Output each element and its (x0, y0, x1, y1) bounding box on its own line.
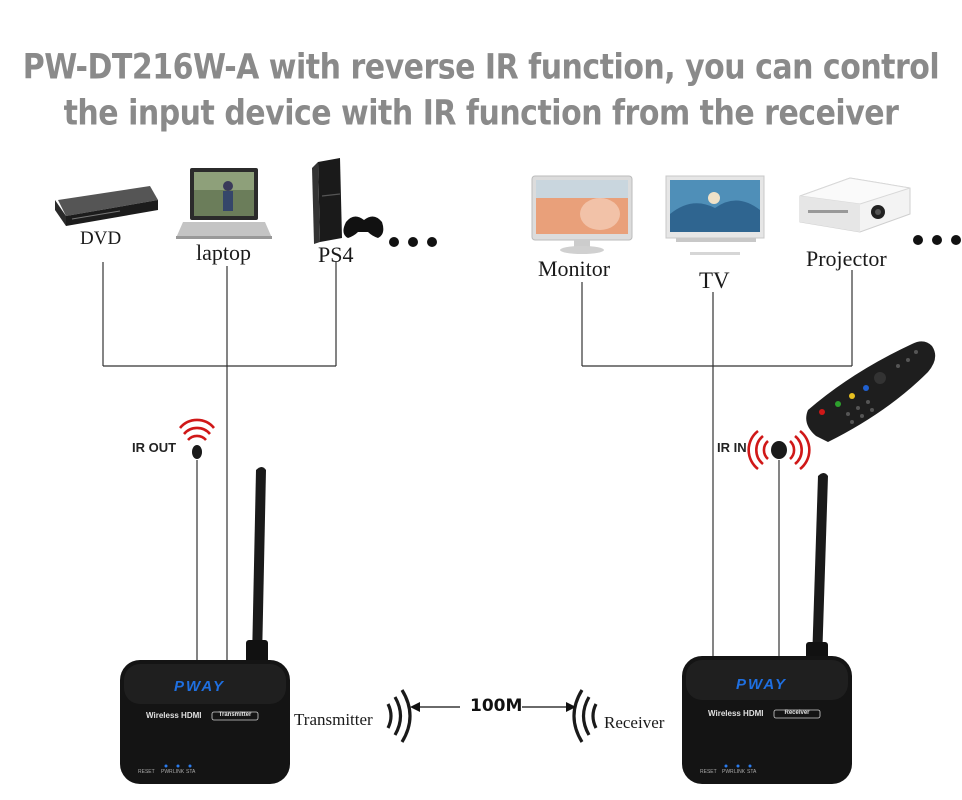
tx-led-link: LINK (173, 769, 185, 775)
rx-led-link: LINK (734, 769, 746, 775)
distance-arrow (410, 702, 576, 712)
ir-in-label: IR IN (717, 440, 747, 455)
source-label-laptop: laptop (196, 240, 251, 265)
ir-receiver-icon (747, 429, 811, 471)
more-displays-dots (913, 235, 961, 245)
rx-badge: Receiver (784, 710, 810, 716)
receiver-unit (682, 656, 852, 784)
transmit-wave-icon (386, 689, 412, 743)
projector-icon (799, 177, 911, 233)
display-label-monitor: Monitor (538, 256, 611, 281)
transmitter-label: Transmitter (294, 710, 373, 729)
rx-brand: PWAY (736, 676, 788, 693)
source-label-ps4: PS4 (318, 242, 354, 267)
rx-led-pwr: PWR (722, 769, 734, 775)
monitor-icon (531, 175, 633, 254)
transmitter-antenna (246, 467, 268, 666)
connection-lines (102, 262, 853, 660)
laptop-icon (176, 168, 272, 239)
display-label-tv: TV (699, 268, 730, 293)
title-line-2: the input device with IR function from t… (63, 93, 899, 134)
transmitter-unit (120, 660, 290, 784)
tx-led-reset: RESET (138, 769, 155, 775)
distance-label: 100M (470, 696, 523, 716)
tx-led-pwr: PWR (161, 769, 173, 775)
game-console-icon (312, 158, 384, 244)
rx-product: Wireless HDMI (708, 709, 764, 718)
tx-brand: PWAY (174, 678, 226, 695)
tx-led-sta: STA (186, 769, 196, 775)
receiver-label: Receiver (604, 713, 665, 732)
tv-icon (665, 175, 765, 255)
receive-wave-icon (572, 689, 598, 743)
more-sources-dots (389, 237, 437, 247)
ir-emitter-icon (178, 418, 216, 459)
remote-control-icon (806, 341, 936, 442)
rx-led-reset: RESET (700, 769, 717, 775)
rx-led-sta: STA (747, 769, 757, 775)
source-label-dvd: DVD (80, 228, 122, 249)
tx-product: Wireless HDMI (146, 711, 202, 720)
display-label-projector: Projector (806, 246, 887, 271)
ir-out-label: IR OUT (132, 440, 177, 455)
receiver-antenna (806, 473, 828, 668)
tx-badge: Transmitter (218, 712, 252, 718)
dvd-player-icon (55, 186, 158, 226)
title-line-1: PW-DT216W-A with reverse IR function, yo… (22, 47, 940, 88)
